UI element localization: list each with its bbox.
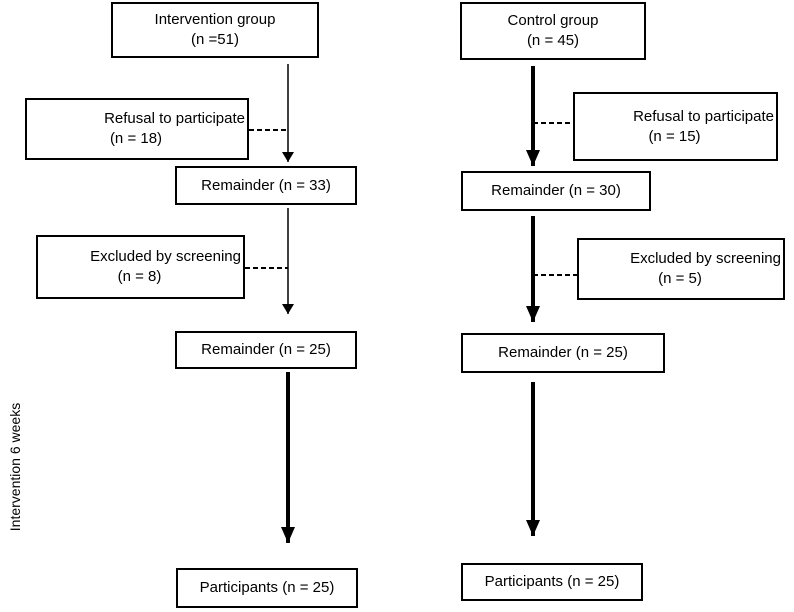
control-remainder-1-box: Remainder (n = 30) [461, 171, 651, 211]
intervention-group-box: Intervention group (n =51) [111, 2, 319, 58]
control-remainder-2-box: Remainder (n = 25) [461, 333, 665, 373]
control-remainder-2-label: Remainder (n = 25) [498, 344, 628, 361]
intervention-excluded-count: (n = 8) [117, 268, 162, 285]
control-excluded-box: Excluded by screening (n = 5) [577, 238, 785, 300]
intervention-remainder-2-box: Remainder (n = 25) [175, 331, 357, 369]
intervention-excluded-box: Excluded by screening (n = 8) [36, 235, 245, 299]
intervention-remainder-1-label: Remainder (n = 33) [201, 176, 331, 194]
control-group-box: Control group (n = 45) [460, 2, 646, 60]
control-excluded-title: Excluded by screening [630, 250, 781, 267]
intervention-refusal-title: Refusal to participate [104, 110, 245, 127]
control-participants-label: Participants (n = 25) [484, 573, 620, 590]
intervention-excluded-title: Excluded by screening [90, 248, 241, 265]
control-group-title: Control group [507, 12, 599, 29]
intervention-participants-box: Participants (n = 25) [176, 568, 358, 608]
intervention-group-count: (n =51) [191, 31, 239, 48]
control-excluded-count: (n = 5) [658, 270, 702, 287]
intervention-remainder-2-label: Remainder (n = 25) [201, 341, 331, 358]
control-refusal-count: (n = 15) [648, 127, 701, 145]
intervention-group-title: Intervention group [154, 11, 276, 28]
control-refusal-box: Refusal to participate (n = 15) [573, 92, 778, 161]
control-group-count: (n = 45) [526, 32, 580, 49]
intervention-remainder-1-box: Remainder (n = 33) [175, 166, 357, 205]
intervention-participants-label: Participants (n = 25) [199, 579, 335, 596]
intervention-duration-label: Intervention 6 weeks [7, 402, 23, 532]
control-participants-box: Participants (n = 25) [461, 563, 643, 601]
control-refusal-title: Refusal to participate [633, 107, 774, 125]
intervention-refusal-box: Refusal to participate (n = 18) [25, 98, 249, 160]
control-remainder-1-label: Remainder (n = 30) [491, 182, 621, 199]
intervention-refusal-count: (n = 18) [109, 130, 163, 147]
